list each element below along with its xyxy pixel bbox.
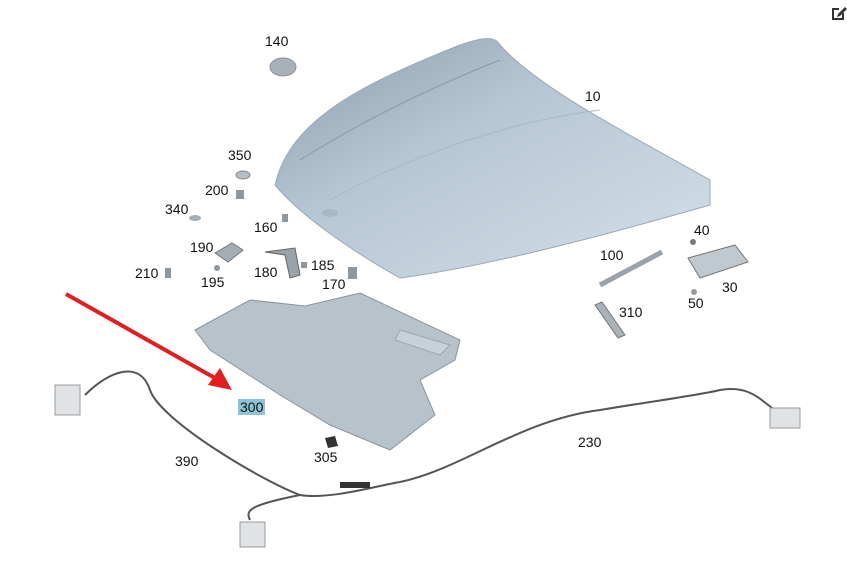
part-label-160: 160	[254, 219, 278, 235]
part-label-185: 185	[311, 257, 335, 273]
part-label-140: 140	[265, 33, 289, 49]
part-label-40: 40	[694, 222, 710, 238]
edit-icon[interactable]	[830, 4, 847, 22]
part-label-310: 310	[619, 304, 643, 320]
part-label-50: 50	[688, 295, 704, 311]
part-label-30: 30	[722, 279, 738, 295]
part-label-10: 10	[585, 88, 601, 104]
part-label-340: 340	[165, 201, 189, 217]
part-label-305: 305	[314, 449, 338, 465]
sound-insulation-part	[194, 292, 461, 451]
part-label-300-highlighted: 300	[238, 399, 266, 415]
part-label-390: 390	[175, 453, 199, 469]
part-label-180: 180	[254, 264, 278, 280]
part-label-190: 190	[190, 239, 214, 255]
part-label-100: 100	[600, 247, 624, 263]
part-label-230: 230	[578, 434, 602, 450]
pointer-arrow	[65, 292, 223, 384]
part-label-195: 195	[201, 274, 225, 290]
emblem-part	[269, 57, 297, 77]
cable-390	[84, 370, 401, 497]
part-label-200: 200	[205, 182, 229, 198]
part-label-350: 350	[228, 147, 252, 163]
hood-part	[274, 38, 711, 279]
cable-230	[247, 388, 776, 521]
part-label-210: 210	[135, 265, 159, 281]
part-label-170: 170	[322, 276, 346, 292]
